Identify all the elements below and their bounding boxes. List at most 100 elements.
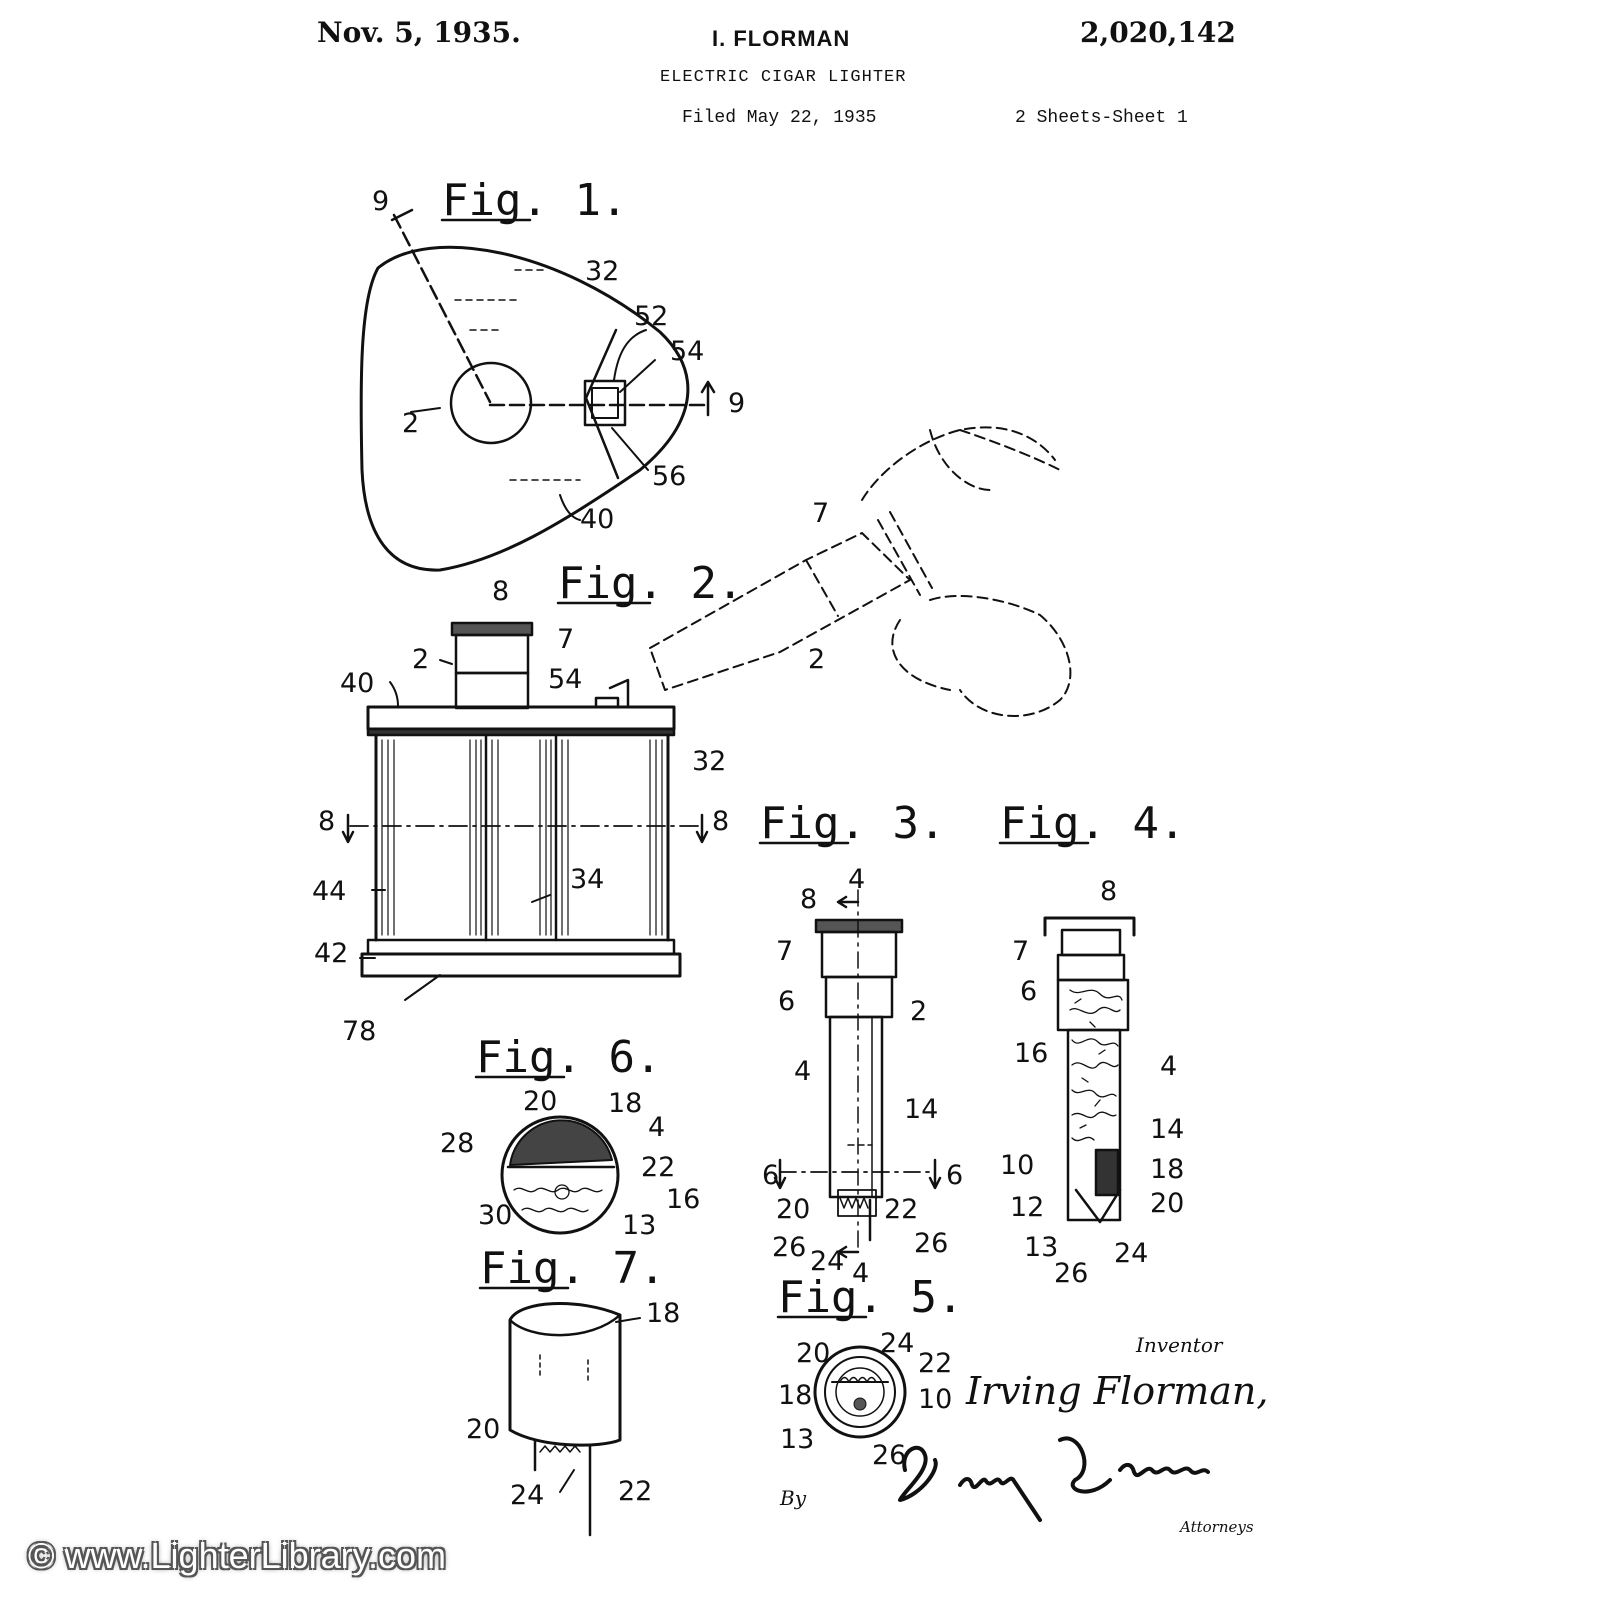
ref-label: 8: [1100, 876, 1117, 907]
ref-label: 24: [1114, 1238, 1148, 1269]
fig2-cylinder-hatching: [381, 739, 663, 936]
ref-label: 18: [778, 1380, 812, 1411]
ref-label: 32: [585, 256, 619, 287]
ref-label: 22: [641, 1152, 675, 1183]
ref-label: 56: [652, 461, 686, 492]
attorney-signature: [898, 1436, 1210, 1522]
fig1-arrowhead: [700, 380, 716, 394]
fig4-cap: [1043, 916, 1136, 937]
ref-label: 2: [412, 644, 429, 675]
fig4-filler: [1069, 989, 1123, 1142]
fig4-cap-insert: [1060, 928, 1122, 957]
ref-label: 18: [608, 1088, 642, 1119]
fig5-coil: [839, 1376, 877, 1383]
figure-6: Fig. 6. 20 18 4 28 22 16 30 13: [440, 1032, 700, 1241]
fig7-coil: [539, 1445, 581, 1453]
ref-label: 4: [1160, 1051, 1177, 1082]
fig2-bottom-rim: [366, 938, 676, 956]
ref-label: 16: [1014, 1038, 1048, 1069]
fig4-coil-loop: [1074, 1188, 1122, 1224]
ref-label: 4: [648, 1112, 665, 1143]
figure-1: Fig. 1. 9 32 52 54 9 2 56 40: [359, 175, 745, 572]
fig3-arrow-right: [928, 1158, 942, 1190]
signature-block: Inventor Irving Florman, By Attorneys: [779, 1333, 1268, 1536]
inventor-label: Inventor: [1135, 1333, 1224, 1357]
fig2-knurled-cap: [450, 621, 534, 637]
ref-label: 54: [548, 664, 582, 695]
fig7-hidden-lines: [539, 1354, 589, 1381]
ref-label: 54: [670, 336, 704, 367]
ref-label: 26: [1054, 1258, 1088, 1289]
ref-label: 2: [808, 644, 825, 675]
fig3-head: [820, 930, 898, 979]
ref-label: 18: [646, 1298, 680, 1329]
ref-label: 32: [692, 746, 726, 777]
ref-label: 6: [778, 986, 795, 1017]
fig3-arrow-bottom: [836, 1245, 860, 1259]
patent-date: Nov. 5, 1935.: [317, 16, 521, 49]
ref-label: 10: [918, 1384, 952, 1415]
fig1-arrow-9: [390, 208, 414, 222]
fig2-switch-base: [594, 696, 620, 709]
ref-label: 7: [776, 936, 793, 967]
ref-label: 9: [372, 186, 389, 217]
ref-label: 78: [342, 1016, 376, 1047]
fig2-top-plate: [366, 705, 676, 731]
ref-label: 20: [523, 1086, 557, 1117]
fig2-arrow-left: [341, 813, 355, 844]
fig1-base-outline: [359, 245, 690, 572]
fig3-arrow-left: [773, 1158, 787, 1190]
fig3-collar: [824, 975, 894, 1019]
ref-label: 2: [402, 408, 419, 439]
fig2-leader-78: [404, 974, 441, 1001]
fig7-leader-24: [559, 1469, 575, 1493]
ref-label: 44: [312, 876, 346, 907]
ref-label: 26: [872, 1440, 906, 1471]
fig5-center: [853, 1397, 867, 1411]
ref-label: 20: [466, 1414, 500, 1445]
fig1-leader-56: [611, 427, 649, 471]
ref-label: 8: [492, 576, 509, 607]
fig2-label: Fig. 2.: [558, 558, 743, 609]
inventor-header: I. FLORMAN: [712, 26, 851, 51]
fig2-body-sides: [374, 733, 670, 942]
ref-label: 18: [1150, 1154, 1184, 1185]
ref-label: 7: [812, 498, 829, 529]
ref-label: 24: [510, 1480, 544, 1511]
fig5-label: Fig. 5.: [778, 1272, 963, 1323]
fig1-shading: [454, 269, 581, 481]
fig5-inner-ring: [835, 1367, 885, 1417]
fig1-lighter-socket: [449, 361, 533, 445]
fig1-switch-housing: [583, 379, 627, 427]
fig6-plug-hatched: [509, 1119, 613, 1166]
ref-label: 24: [810, 1246, 844, 1277]
ref-label: 6: [762, 1160, 779, 1191]
attorneys-label: Attorneys: [1178, 1518, 1254, 1536]
fig1-leader-54: [619, 359, 656, 393]
fig2-lighter-collar: [454, 671, 530, 710]
ref-label: 52: [634, 301, 668, 332]
fig2-lighter-in-hand: [649, 426, 1072, 717]
ref-label: 13: [622, 1210, 656, 1241]
ref-label: 14: [904, 1094, 938, 1125]
ref-label: 7: [557, 624, 574, 655]
fig2-lighter-head: [454, 633, 530, 675]
fig3-tube: [828, 1015, 884, 1199]
fig3-arrow-top: [836, 895, 860, 909]
ref-label: 22: [918, 1348, 952, 1379]
fig1-leader-40: [559, 494, 581, 521]
ref-label: 7: [1012, 936, 1029, 967]
ref-label: 13: [780, 1424, 814, 1455]
fig1-section-line: [392, 213, 492, 404]
figure-4: Fig. 4. 8 7 6 16 4 14 10 18 12: [998, 798, 1185, 1289]
ref-label: 26: [914, 1228, 948, 1259]
fig1-switch-button: [591, 387, 619, 419]
ref-label: 6: [1020, 976, 1037, 1007]
fig2-base-plate: [360, 952, 682, 978]
figure-2: Fig. 2.: [312, 426, 1072, 1047]
fig7-plug-top: [508, 1313, 622, 1337]
ref-label: 4: [852, 1258, 869, 1289]
fig4-plug: [1094, 1148, 1120, 1197]
fig2-leader-40: [389, 681, 399, 707]
fig4-collar: [1056, 953, 1126, 982]
